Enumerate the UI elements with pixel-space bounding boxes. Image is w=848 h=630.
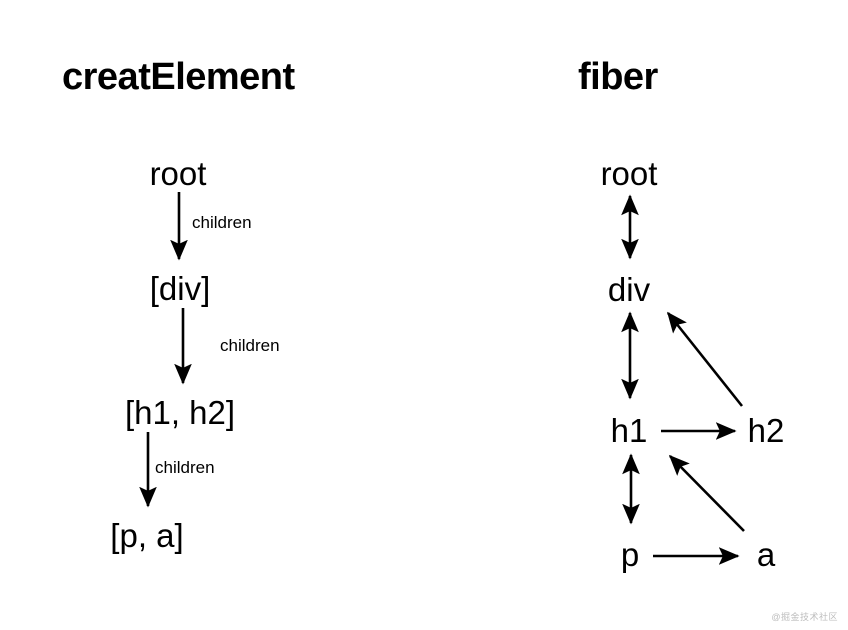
heading-fiber: fiber: [578, 56, 658, 98]
node-create-h1-h2: [h1, h2]: [124, 394, 236, 431]
node-fiber-div: div: [607, 271, 651, 308]
node-create-root: root: [149, 155, 207, 192]
edge-label-children-1: children: [192, 213, 252, 232]
watermark: @掘金技术社区: [771, 612, 838, 622]
edge-label-children-2: children: [220, 336, 280, 355]
edge-fiber-a-h1-return: [668, 454, 745, 532]
node-fiber-p: p: [620, 536, 640, 573]
edge-fiber-h2-div-return: [666, 311, 744, 407]
node-fiber-a: a: [756, 536, 776, 573]
node-create-p-a: [p, a]: [110, 517, 184, 554]
node-create-div: [div]: [149, 270, 211, 307]
node-fiber-root: root: [600, 155, 658, 192]
heading-create-element: creatElement: [62, 56, 295, 98]
node-fiber-h2: h2: [747, 412, 785, 449]
edge-label-children-3: children: [155, 458, 215, 477]
node-fiber-h1: h1: [610, 412, 648, 449]
